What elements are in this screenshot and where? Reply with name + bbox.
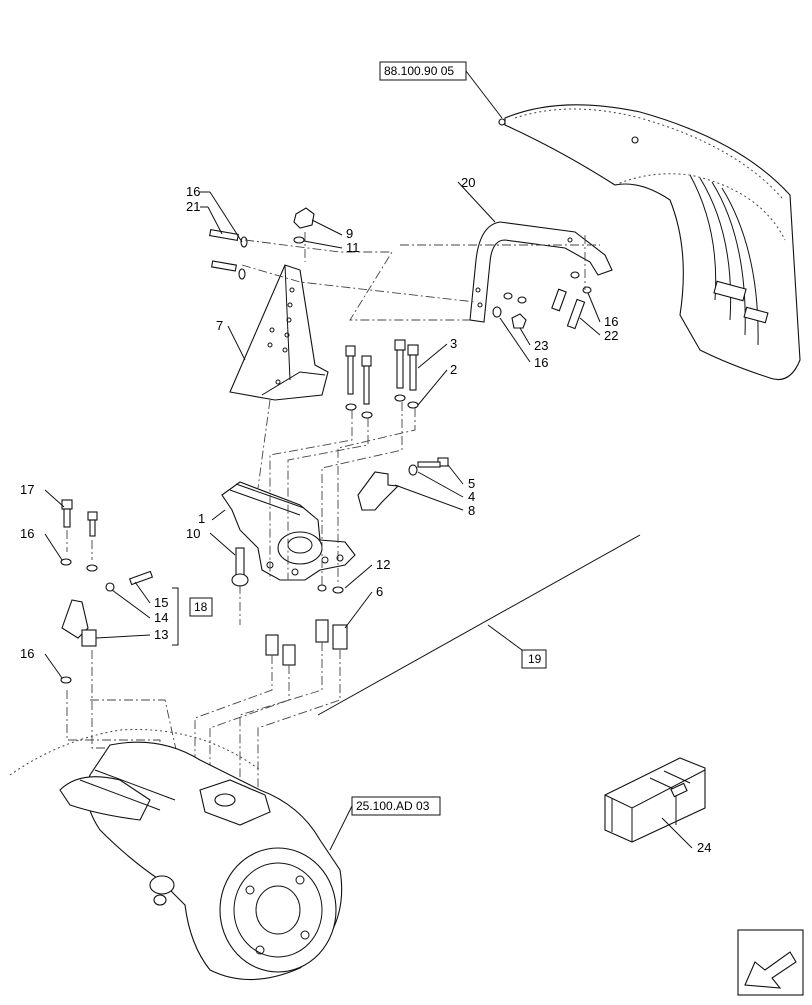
group-19-label: 19 (528, 652, 542, 666)
washers-16-left[interactable] (60, 558, 98, 684)
callout-9: 9 (346, 226, 353, 241)
nut-23[interactable] (492, 292, 527, 329)
bolt-5[interactable] (408, 457, 449, 476)
washers-2[interactable] (345, 394, 419, 419)
callout-16: 16 (604, 314, 618, 329)
bushings-6[interactable] (265, 619, 348, 666)
callout-10: 10 (186, 526, 200, 541)
bolt-3[interactable] (407, 344, 419, 391)
fender-bracket-20[interactable] (469, 221, 613, 323)
anchor-bolt-b[interactable] (361, 355, 372, 405)
group-18-bracket: 18 (172, 587, 213, 646)
ref-label-bottom: 25.100.AD 03 (356, 799, 430, 813)
fender-bolts-22[interactable] (551, 271, 592, 330)
spacer-13-bracket[interactable] (61, 599, 97, 647)
bolt-17b[interactable] (87, 511, 98, 537)
callout-6: 6 (376, 584, 383, 599)
callout-8: 8 (468, 503, 475, 518)
callout-13: 13 (154, 627, 168, 642)
callout-16: 16 (20, 526, 34, 541)
front-axle-icon[interactable] (9, 729, 343, 981)
ref-label-top: 88.100.90 05 (384, 64, 454, 78)
group-18-label: 18 (194, 600, 208, 614)
callout-2: 2 (450, 362, 457, 377)
callout-14: 14 (154, 610, 168, 625)
callout-24: 24 (697, 840, 711, 855)
bolt-21[interactable] (209, 228, 248, 248)
callout-12: 12 (376, 557, 390, 572)
kit-crate-icon[interactable] (604, 757, 706, 849)
callout-16: 16 (186, 184, 200, 199)
callout-3: 3 (450, 336, 457, 351)
fender-icon[interactable] (498, 104, 801, 381)
callout-15: 15 (154, 595, 168, 610)
callout-23: 23 (534, 338, 548, 353)
callout-1: 1 (198, 511, 205, 526)
callout-21: 21 (186, 199, 200, 214)
direction-arrow-icon[interactable] (737, 929, 804, 996)
group-19-bracket: 19 (317, 534, 641, 716)
callout-11: 11 (346, 240, 360, 255)
callout-labels: 16 21 9 11 7 20 3 2 5 4 8 1 10 12 6 17 1… (20, 175, 711, 855)
callout-16: 16 (20, 646, 34, 661)
callout-20: 20 (461, 175, 475, 190)
callout-22: 22 (604, 328, 618, 343)
reference-88-100-90-05[interactable]: 88.100.90 05 (379, 61, 503, 119)
bolt-10[interactable] (231, 547, 249, 587)
clip-8[interactable] (357, 471, 400, 511)
callout-7: 7 (216, 318, 223, 333)
callout-17: 17 (20, 482, 34, 497)
bolt-17[interactable] (61, 499, 73, 528)
bolt-3b[interactable] (394, 339, 406, 389)
leader-lines (44, 181, 601, 679)
bolt-15[interactable] (105, 570, 154, 592)
callout-16: 16 (534, 355, 548, 370)
washer-12[interactable] (317, 584, 344, 594)
reference-25-100-ad-03[interactable]: 25.100.AD 03 (329, 796, 441, 851)
anchor-bolt-a[interactable] (345, 345, 356, 395)
nut-9[interactable] (293, 207, 315, 244)
callout-4: 4 (468, 489, 475, 504)
callout-5: 5 (468, 476, 475, 491)
bolt-21b[interactable] (211, 260, 246, 280)
mounting-bracket-7[interactable] (229, 264, 329, 401)
